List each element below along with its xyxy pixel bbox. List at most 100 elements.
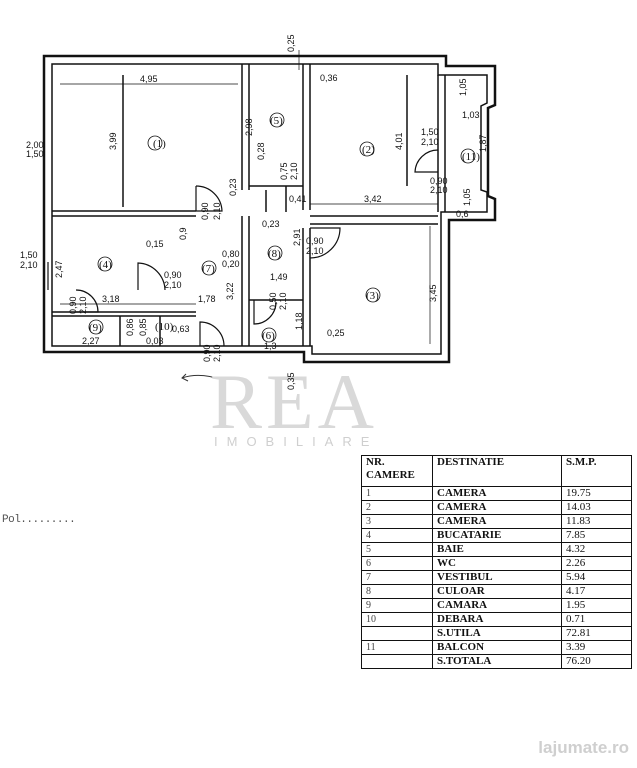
dim-3-42: 3,42 — [364, 194, 382, 204]
row-destination: S.TOTALA — [432, 654, 562, 669]
row-destination: CAMERA — [432, 514, 562, 529]
row-destination: CULOAR — [432, 584, 562, 599]
dim-0-25-bottom: 0,25 — [327, 328, 345, 338]
row-number: 3 — [361, 514, 433, 529]
dim-2-10-window: 2,10 — [421, 137, 439, 147]
row-number: 5 — [361, 542, 433, 557]
dim-2-10-lower-left: 2,10 — [20, 260, 38, 270]
dim-bath-door-0-75: 0,75 — [279, 162, 289, 180]
dim-3-22: 3,22 — [225, 282, 235, 300]
row-area: 4.32 — [561, 542, 632, 557]
room-circle-9 — [88, 319, 104, 335]
row-area: 76.20 — [561, 654, 632, 669]
dim-1-87: 1,87 — [478, 134, 488, 152]
row-destination: WC — [432, 556, 562, 571]
room-label-2: (2) — [362, 144, 375, 156]
row-area: 5.94 — [561, 570, 632, 585]
site-watermark: lajumate.ro — [538, 738, 629, 757]
door-swings — [47, 149, 439, 347]
row-destination: DEBARA — [432, 612, 562, 627]
entry-arrow-icon — [181, 373, 223, 382]
row-number: 7 — [361, 570, 433, 585]
row-number: 10 — [361, 612, 433, 627]
dim-3-45: 3,45 — [428, 284, 438, 302]
room-circle-6 — [261, 327, 277, 343]
dim-0-03: 0,03 — [146, 336, 164, 346]
row-area: 1.95 — [561, 598, 632, 613]
dim-1-05-bottom: 1,05 — [462, 188, 472, 206]
dim-1-78: 1,78 — [198, 294, 216, 304]
table-header-row: NR. CAMERE DESTINATIE S.M.P. — [361, 455, 632, 487]
row-area: 3.39 — [561, 640, 632, 655]
dim-entry-door-0-90: 0,90 — [202, 344, 212, 362]
room-label-10: (10) — [155, 321, 174, 333]
dim-kitchen-door-0-90: 0,90 — [164, 270, 182, 280]
header-room-number: NR. CAMERE — [361, 455, 433, 487]
outer-walls — [42, 54, 497, 364]
dim-2-98: 2,98 — [244, 118, 254, 136]
row-area: 11.83 — [561, 514, 632, 529]
row-number — [361, 654, 433, 669]
header-destination: DESTINATIE — [432, 455, 562, 487]
room-label-9: (9) — [89, 322, 102, 334]
dim-room3-door-0-90: 0,90 — [306, 236, 324, 246]
room-label-11: (11) — [462, 151, 480, 163]
dim-pantry-door-2-10: 2,10 — [78, 296, 88, 314]
dim-2-91: 2,91 — [292, 228, 302, 246]
dim-door-2-10: 2,10 — [212, 202, 222, 220]
dim-0-85: 0,85 — [138, 318, 148, 336]
room-label-4: (4) — [99, 259, 112, 271]
dim-2-10-door: 2,10 — [430, 185, 448, 195]
dim-0-35: 0,35 — [286, 372, 296, 390]
row-area: 7.85 — [561, 528, 632, 543]
dim-3-99: 3,99 — [108, 132, 118, 150]
row-destination: VESTIBUL — [432, 570, 562, 585]
watermark-logo: REA — [210, 358, 378, 445]
dim-0-28: 0,28 — [256, 142, 266, 160]
row-destination: CAMARA — [432, 598, 562, 613]
left-handwritten-label: Pol......... — [2, 514, 76, 526]
room-circle-11 — [460, 148, 476, 164]
dim-entry-door-2-10: 2,10 — [212, 344, 222, 362]
row-number: 2 — [361, 500, 433, 515]
row-area: 72.81 — [561, 626, 632, 641]
room-label-8: (8) — [268, 248, 281, 260]
interior-walls — [52, 64, 446, 346]
dim-1-50-lower-left: 1,50 — [20, 250, 38, 260]
row-number: 8 — [361, 584, 433, 599]
room-circle-5 — [269, 112, 285, 128]
row-area: 2.26 — [561, 556, 632, 571]
dim-wc-door-2-10: 2,10 — [278, 292, 288, 310]
row-destination: BAIE — [432, 542, 562, 557]
row-area: 4.17 — [561, 584, 632, 599]
dim-0-23-vertical: 0,23 — [228, 178, 238, 196]
floor-plan: REA IMOBILIARE (1) (2) (3) (4) (5) (6) (… — [20, 34, 497, 449]
row-destination: BUCATARIE — [432, 528, 562, 543]
row-number: 11 — [361, 640, 433, 655]
dim-1-50-window: 1,50 — [421, 127, 439, 137]
dim-4-01: 4,01 — [394, 132, 404, 150]
room-label-1: (1) — [153, 138, 166, 150]
row-number: 6 — [361, 556, 433, 571]
room-circle-1 — [147, 135, 163, 151]
dim-door-0-90: 0,90 — [200, 202, 210, 220]
row-destination: S.UTILA — [432, 626, 562, 641]
row-area: 14.03 — [561, 500, 632, 515]
room-circle-2 — [359, 141, 375, 157]
dim-4-95: 4,95 — [140, 74, 158, 84]
row-area: 0.71 — [561, 612, 632, 627]
room-circle-7 — [201, 260, 217, 276]
dim-1-05-top: 1,05 — [458, 78, 468, 96]
dim-wc-door-0-50: 0,50 — [268, 292, 278, 310]
